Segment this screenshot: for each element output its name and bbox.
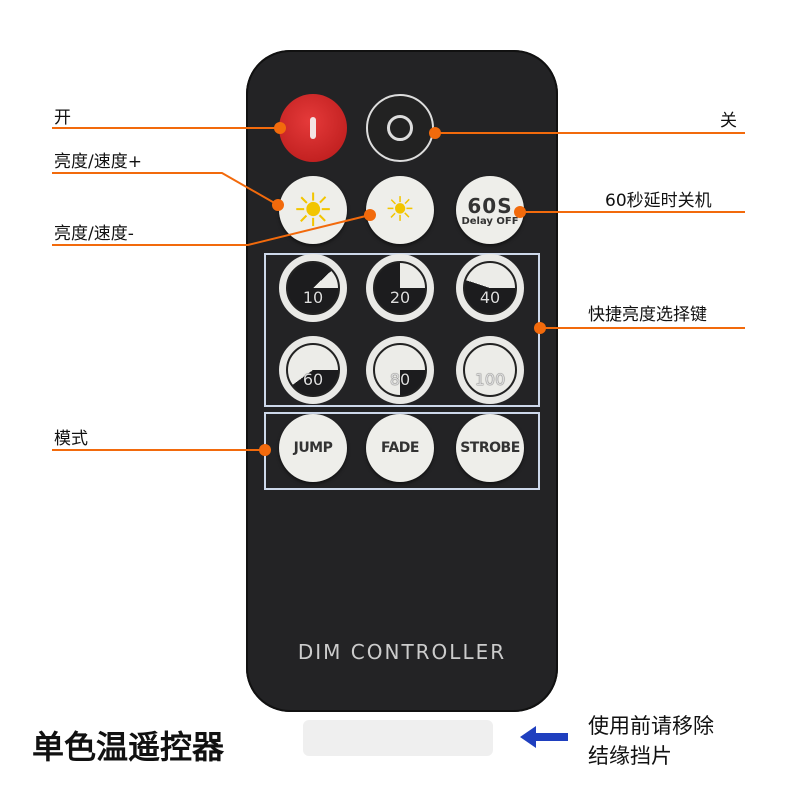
mode-label: JUMP bbox=[293, 440, 333, 456]
power-off-button[interactable] bbox=[366, 94, 434, 162]
brightness-up-button[interactable]: ☀ bbox=[279, 176, 347, 244]
label-brightness-up: 亮度/速度+ bbox=[54, 152, 142, 172]
label-mode: 模式 bbox=[54, 429, 88, 449]
brand-text: DIM CONTROLLER bbox=[297, 640, 507, 664]
brightness-100-button[interactable]: 100 bbox=[456, 336, 524, 404]
level-label: 10 bbox=[302, 288, 324, 307]
level-indicator-icon: 100 bbox=[463, 343, 517, 397]
arrow-left-icon bbox=[520, 726, 568, 748]
brightness-60-button[interactable]: 60 bbox=[279, 336, 347, 404]
brightness-20-button[interactable]: 20 bbox=[366, 254, 434, 322]
insulation-tab bbox=[303, 720, 493, 756]
mode-fade-button[interactable]: FADE bbox=[366, 414, 434, 482]
power-on-icon bbox=[310, 117, 316, 139]
label-quick-brightness: 快捷亮度选择键 bbox=[588, 305, 707, 325]
brightness-80-button[interactable]: 80 bbox=[366, 336, 434, 404]
label-brightness-down: 亮度/速度- bbox=[54, 224, 134, 244]
note-line-1: 使用前请移除 bbox=[588, 714, 714, 738]
level-label: 60 bbox=[302, 370, 324, 389]
brightness-down-button[interactable]: ☀ bbox=[366, 176, 434, 244]
mode-label: FADE bbox=[381, 440, 419, 456]
delay-sublabel: Delay OFF bbox=[461, 215, 519, 227]
sun-small-icon: ☀ bbox=[384, 190, 416, 230]
level-label: 80 bbox=[389, 370, 411, 389]
level-indicator-icon: 20 bbox=[373, 261, 427, 315]
level-label: 20 bbox=[389, 288, 411, 307]
power-on-button[interactable] bbox=[279, 94, 347, 162]
mode-label: STROBE bbox=[460, 440, 520, 456]
level-indicator-icon: 60 bbox=[286, 343, 340, 397]
level-label: 100 bbox=[474, 370, 506, 389]
product-title: 单色温遥控器 bbox=[32, 728, 225, 766]
brightness-10-button[interactable]: 10 bbox=[279, 254, 347, 322]
delay-label: 60S bbox=[467, 193, 513, 218]
power-off-icon bbox=[387, 115, 413, 141]
removal-note: 使用前请移除结缘挡片 bbox=[588, 711, 714, 771]
label-on: 开 bbox=[54, 108, 71, 128]
sun-large-icon: ☀ bbox=[292, 183, 334, 237]
level-indicator-icon: 40 bbox=[463, 261, 517, 315]
level-indicator-icon: 80 bbox=[373, 343, 427, 397]
brightness-40-button[interactable]: 40 bbox=[456, 254, 524, 322]
label-off: 关 bbox=[720, 111, 737, 131]
level-indicator-icon: 10 bbox=[286, 261, 340, 315]
level-label: 40 bbox=[479, 288, 501, 307]
mode-jump-button[interactable]: JUMP bbox=[279, 414, 347, 482]
label-delay: 60秒延时关机 bbox=[605, 191, 712, 211]
note-line-2: 结缘挡片 bbox=[588, 744, 672, 768]
mode-strobe-button[interactable]: STROBE bbox=[456, 414, 524, 482]
